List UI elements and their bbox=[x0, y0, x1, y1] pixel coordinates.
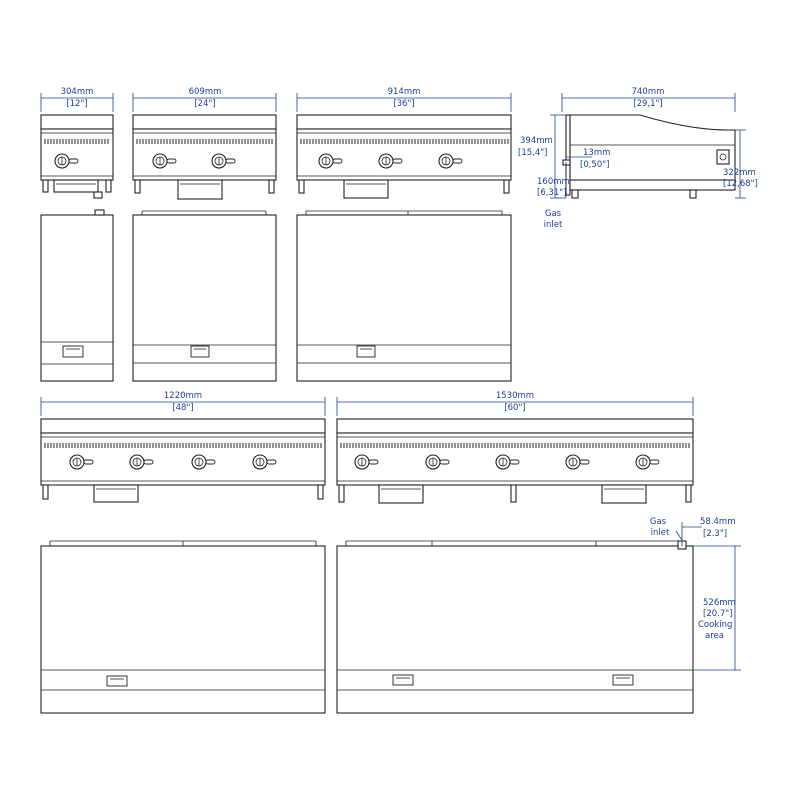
top-view-12 bbox=[40, 209, 114, 382]
front-view-60 bbox=[336, 418, 694, 504]
top-view-24 bbox=[132, 210, 277, 382]
top-view-36 bbox=[296, 210, 512, 382]
dim-1220-mm: 1220mm bbox=[164, 391, 202, 401]
dim-526-in: [20.7"] bbox=[703, 609, 732, 619]
knob-icon bbox=[69, 454, 94, 470]
dim-1530-in: [60"] bbox=[504, 403, 525, 413]
dim-740-in: [29,1"] bbox=[633, 99, 662, 109]
dim-58-in: [2.3"] bbox=[703, 529, 727, 539]
dim-609: 609mm [24"] bbox=[132, 87, 277, 112]
gas-inlet-top-label: Gas inlet bbox=[650, 517, 683, 541]
dim-1530-mm: 1530mm bbox=[496, 391, 534, 401]
dim-1220: 1220mm [48"] bbox=[40, 391, 326, 416]
dim-526-cooking: Cooking bbox=[698, 620, 732, 630]
dim-914-mm: 914mm bbox=[388, 87, 421, 97]
gas-inlet-side-line1: Gas bbox=[545, 209, 562, 219]
dim-304-in: [12"] bbox=[66, 99, 87, 109]
knob-icon bbox=[152, 153, 177, 169]
gas-inlet-side-line2: inlet bbox=[544, 220, 563, 230]
dim-1530: 1530mm [60"] bbox=[336, 391, 694, 416]
knob-icon bbox=[129, 454, 154, 470]
knob-icon bbox=[635, 454, 660, 470]
top-view-48 bbox=[40, 540, 326, 714]
dim-160: 160mm [6,31"] bbox=[537, 162, 570, 198]
vent-slots bbox=[44, 139, 109, 144]
dim-58-mm: 58.4mm bbox=[700, 517, 736, 527]
dim-1220-in: [48"] bbox=[172, 403, 193, 413]
front-view-24 bbox=[132, 114, 277, 200]
dim-609-mm: 609mm bbox=[189, 87, 222, 97]
knob-icon bbox=[378, 153, 403, 169]
front-view-36 bbox=[296, 114, 512, 199]
dim-526-mm: 526mm bbox=[703, 598, 736, 608]
dim-394: 394mm [15,4"] bbox=[518, 114, 566, 199]
dim-13-mm: 13mm bbox=[583, 148, 610, 158]
knob-icon bbox=[354, 454, 379, 470]
dim-394-in: [15,4"] bbox=[518, 148, 547, 158]
dim-914: 914mm [36"] bbox=[296, 87, 512, 112]
dim-526-area: area bbox=[705, 631, 724, 641]
dim-609-in: [24"] bbox=[194, 99, 215, 109]
front-view-12 bbox=[40, 114, 114, 199]
knob-icon bbox=[318, 153, 343, 169]
knob-icon bbox=[191, 454, 216, 470]
gas-inlet-side-label: Gas inlet bbox=[544, 209, 563, 230]
dim-13-in: [0,50"] bbox=[580, 160, 609, 170]
dim-13: 13mm [0,50"] bbox=[566, 148, 610, 170]
gas-inlet-top-line1: Gas bbox=[650, 517, 667, 527]
dim-740-mm: 740mm bbox=[632, 87, 665, 97]
vent-slots bbox=[340, 443, 690, 448]
dim-160-mm: 160mm bbox=[537, 177, 570, 187]
dim-304-mm: 304mm bbox=[61, 87, 94, 97]
dim-322: 322mm [12,68"] bbox=[723, 129, 758, 199]
top-view-60 bbox=[336, 540, 694, 714]
dim-740: 740mm [29,1"] bbox=[561, 87, 736, 112]
dim-322-in: [12,68"] bbox=[723, 179, 758, 189]
dim-322-mm: 322mm bbox=[723, 168, 756, 178]
dim-58: 58.4mm [2.3"] bbox=[681, 517, 736, 546]
knob-icon bbox=[495, 454, 520, 470]
gas-inlet-top-line2: inlet bbox=[651, 528, 670, 538]
vent-slots bbox=[136, 139, 273, 144]
knob-icon bbox=[252, 454, 277, 470]
vent-slots bbox=[44, 443, 322, 448]
knob-icon bbox=[565, 454, 590, 470]
dim-914-in: [36"] bbox=[393, 99, 414, 109]
dim-394-mm: 394mm bbox=[520, 136, 553, 146]
dim-526: 526mm [20.7"] Cooking area bbox=[693, 545, 741, 671]
front-view-48 bbox=[40, 418, 326, 503]
knob-icon bbox=[425, 454, 450, 470]
knob-icon bbox=[438, 153, 463, 169]
dim-304: 304mm [12"] bbox=[40, 87, 114, 112]
vent-slots bbox=[300, 139, 509, 144]
dim-160-in: [6,31"] bbox=[537, 188, 566, 198]
knob-icon bbox=[54, 153, 79, 169]
knob-icon bbox=[211, 153, 236, 169]
side-view bbox=[562, 114, 736, 199]
